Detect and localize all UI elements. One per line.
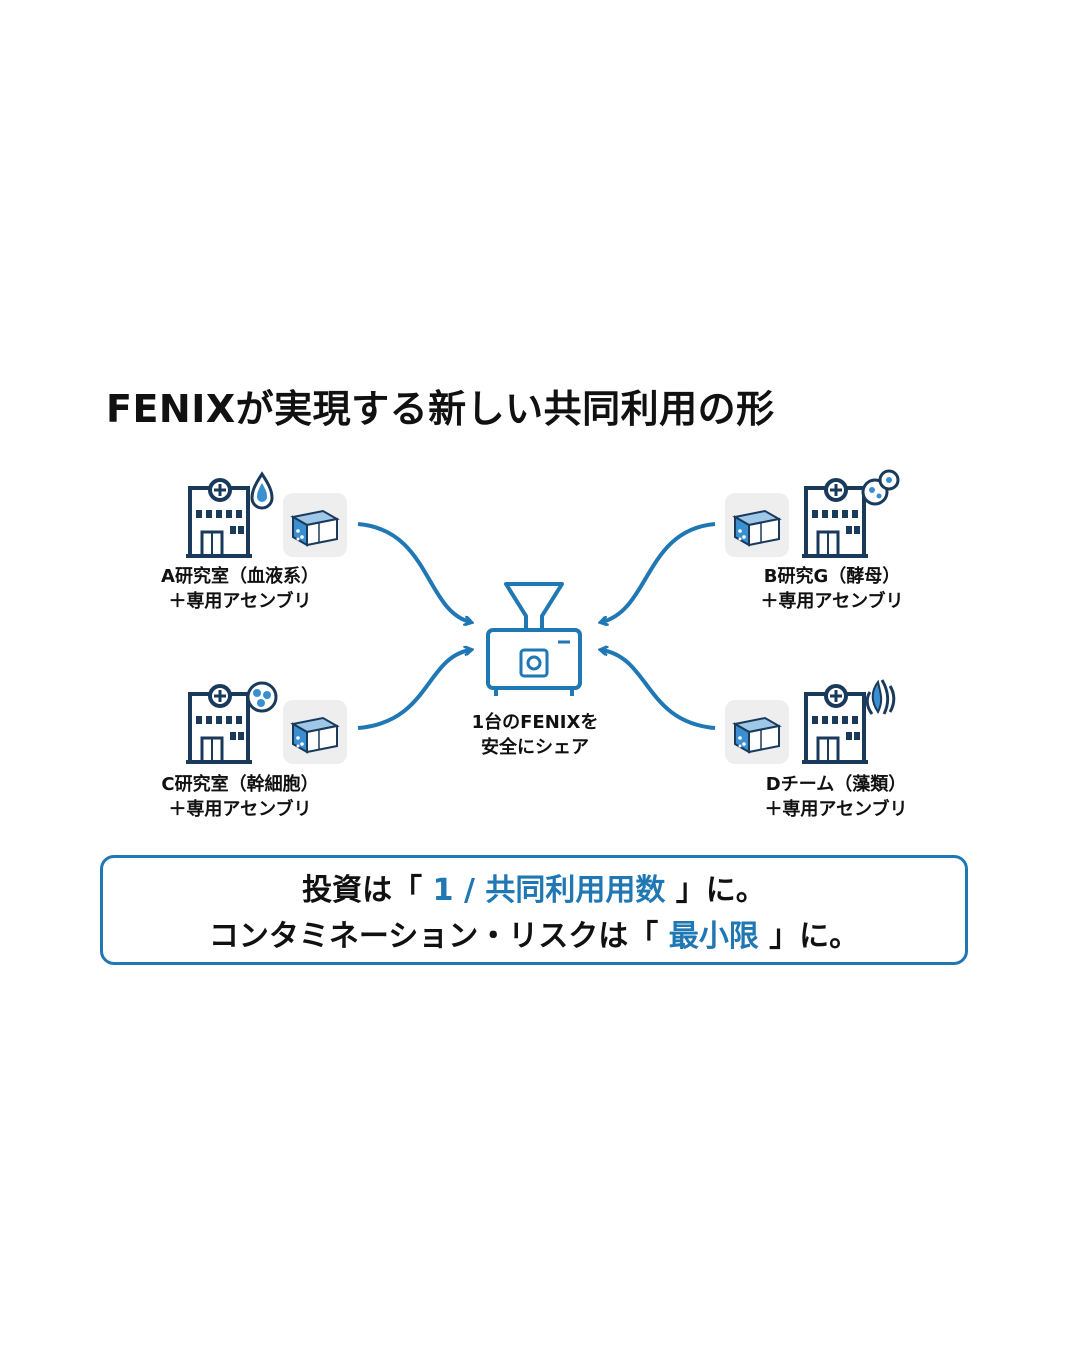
msg1-post: 」に。 (665, 873, 766, 908)
center-label-line2: 安全にシェア (481, 737, 589, 758)
lab-c-name: C研究室（幹細胞） (161, 774, 319, 795)
lab-a-building-icon (184, 478, 254, 558)
arrow-a-to-center (357, 522, 470, 622)
diagram-canvas (184, 469, 900, 765)
arrow-c-to-center (357, 650, 470, 730)
lab-b-assembly: ＋専用アセンブリ (760, 591, 904, 612)
lab-d-assembly-icon (724, 699, 790, 765)
blood-drop-icon (250, 471, 274, 510)
stem-cells-icon (246, 681, 278, 713)
lab-c-assembly-icon (282, 699, 348, 765)
message-line-investment: 投資は「 1 / 共同利用用数 」に。 (103, 868, 965, 914)
center-label-line1: 1台のFENIXを (471, 712, 599, 733)
arrow-b-to-center (602, 522, 716, 622)
arrow-d-to-center (602, 650, 716, 730)
msg2-post: 」に。 (758, 919, 860, 954)
algae-icon (865, 679, 896, 715)
lab-a-name: A研究室（血液系） (161, 566, 319, 587)
lab-d-assembly: ＋専用アセンブリ (764, 799, 908, 820)
lab-c-label: C研究室（幹細胞） ＋専用アセンブリ (120, 772, 360, 822)
message-box: 投資は「 1 / 共同利用用数 」に。 コンタミネーション・リスクは「 最小限 … (100, 855, 968, 965)
lab-a-label: A研究室（血液系） ＋専用アセンブリ (120, 564, 360, 614)
msg1-pre: 投資は「 (302, 873, 433, 908)
lab-b-label: B研究G（酵母） ＋専用アセンブリ (712, 564, 952, 614)
lab-a-assembly-icon (282, 492, 348, 558)
center-label: 1台のFENIXを 安全にシェア (435, 710, 635, 760)
lab-c-building-icon (184, 684, 254, 764)
message-line-contamination: コンタミネーション・リスクは「 最小限 」に。 (103, 914, 965, 960)
lab-b-assembly-icon (724, 492, 790, 558)
lab-b-building-icon (800, 478, 870, 558)
fenix-machine-icon (486, 582, 582, 696)
msg1-accent: 1 / 共同利用用数 (432, 873, 666, 908)
msg2-pre: コンタミネーション・リスクは「 (208, 919, 669, 954)
yeast-cells-icon (861, 469, 900, 506)
lab-c-assembly: ＋専用アセンブリ (168, 799, 312, 820)
lab-b-name: B研究G（酵母） (763, 566, 901, 587)
msg2-accent: 最小限 (668, 919, 759, 954)
page-title: FENIXが実現する新しい共同利用の形 (106, 387, 775, 431)
slide: FENIXが実現する新しい共同利用の形 (100, 340, 980, 990)
lab-d-building-icon (800, 684, 870, 764)
lab-d-name: Dチーム（藻類） (765, 774, 907, 795)
lab-a-assembly: ＋専用アセンブリ (168, 591, 312, 612)
lab-d-label: Dチーム（藻類） ＋専用アセンブリ (716, 772, 956, 822)
